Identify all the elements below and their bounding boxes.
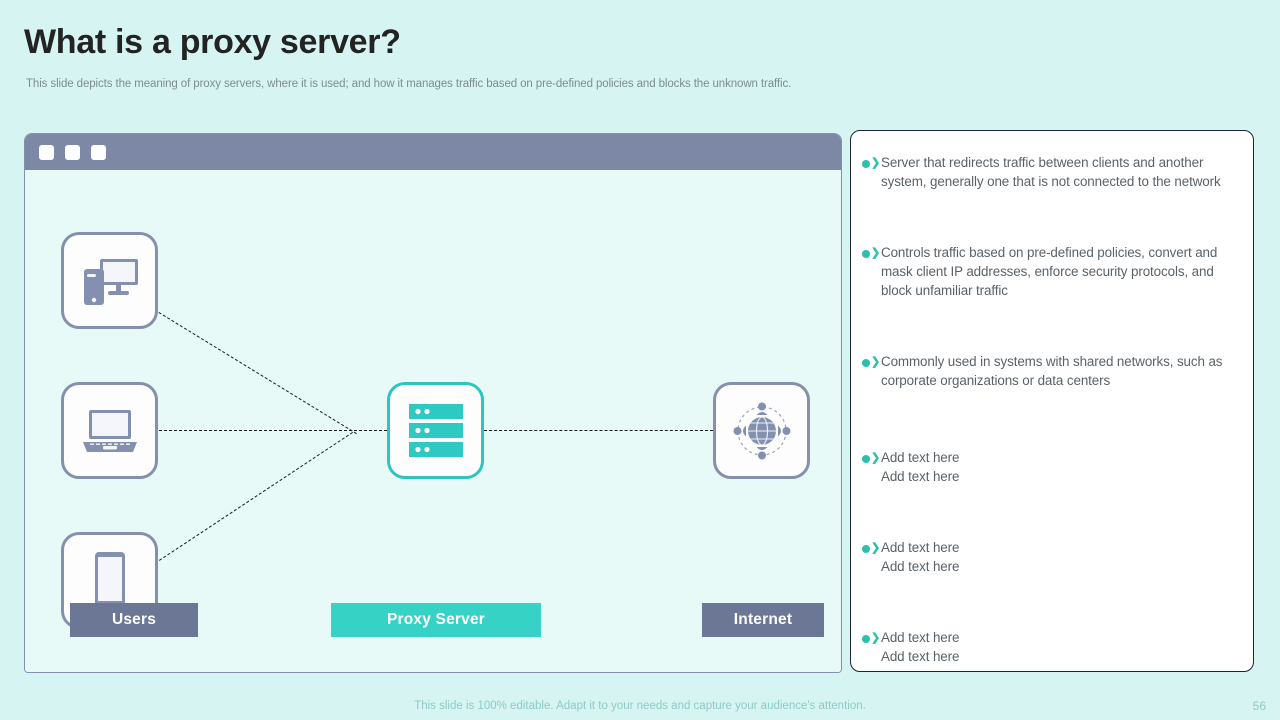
bullet-text: Controls traffic based on pre-defined po… — [881, 245, 1218, 298]
bullet-item[interactable]: ❯ Add text here Add text here — [861, 538, 1235, 576]
bullet-text: Add text here — [881, 469, 960, 484]
diagram-browser-window: Users Proxy Server Internet — [24, 133, 842, 673]
page-title: What is a proxy server? — [24, 23, 401, 61]
bullet-text: Add text here — [881, 630, 960, 645]
bullet-arrow-icon: ❯ — [861, 355, 881, 373]
bullet-text: Add text here — [881, 540, 960, 555]
bullet-arrow-icon: ❯ — [861, 451, 881, 469]
window-button-1-icon[interactable] — [39, 144, 54, 160]
label-users[interactable]: Users — [70, 603, 198, 637]
info-panel: ❯ Server that redirects traffic between … — [850, 130, 1254, 672]
bullet-text: Add text here — [881, 559, 960, 574]
bullet-item[interactable]: ❯ Controls traffic based on pre-defined … — [861, 243, 1235, 300]
connector-proxy-internet — [484, 430, 713, 431]
page-subtitle: This slide depicts the meaning of proxy … — [26, 78, 792, 90]
node-proxy-server[interactable] — [387, 382, 484, 479]
bullet-item[interactable]: ❯ Commonly used in systems with shared n… — [861, 352, 1235, 390]
node-desktop[interactable] — [61, 232, 158, 329]
bullet-item[interactable]: ❯ Server that redirects traffic between … — [861, 153, 1235, 191]
globe-network-icon — [733, 402, 790, 459]
bullet-arrow-icon: ❯ — [861, 541, 881, 559]
bullet-arrow-icon: ❯ — [861, 631, 881, 649]
browser-title-bar — [25, 134, 841, 170]
label-internet[interactable]: Internet — [702, 603, 824, 637]
connector-laptop-proxy — [159, 430, 387, 431]
bullet-item[interactable]: ❯ Add text here Add text here — [861, 448, 1235, 486]
node-laptop[interactable] — [61, 382, 158, 479]
connector-mobile-proxy — [159, 431, 354, 561]
node-internet[interactable] — [713, 382, 810, 479]
bullet-text: Add text here — [881, 649, 960, 664]
diagram-canvas: Users Proxy Server Internet — [25, 170, 841, 672]
page-number: 56 — [1252, 699, 1266, 713]
label-proxy-server[interactable]: Proxy Server — [331, 603, 541, 637]
footer-note: This slide is 100% editable. Adapt it to… — [414, 700, 866, 712]
bullet-text: Server that redirects traffic between cl… — [881, 155, 1221, 189]
node-mobile[interactable] — [61, 532, 158, 629]
bullet-text: Commonly used in systems with shared net… — [881, 354, 1223, 388]
bullet-arrow-icon: ❯ — [861, 246, 881, 264]
server-rack-icon — [408, 403, 463, 457]
bullet-text: Add text here — [881, 450, 960, 465]
window-button-3-icon[interactable] — [91, 144, 106, 160]
laptop-icon — [82, 409, 137, 452]
smartphone-icon — [94, 551, 125, 610]
desktop-mobile-icon — [83, 258, 138, 305]
bullet-arrow-icon: ❯ — [861, 156, 881, 174]
bullet-item[interactable]: ❯ Add text here Add text here — [861, 628, 1235, 666]
connector-desktop-proxy — [158, 312, 357, 435]
window-button-2-icon[interactable] — [65, 144, 80, 160]
